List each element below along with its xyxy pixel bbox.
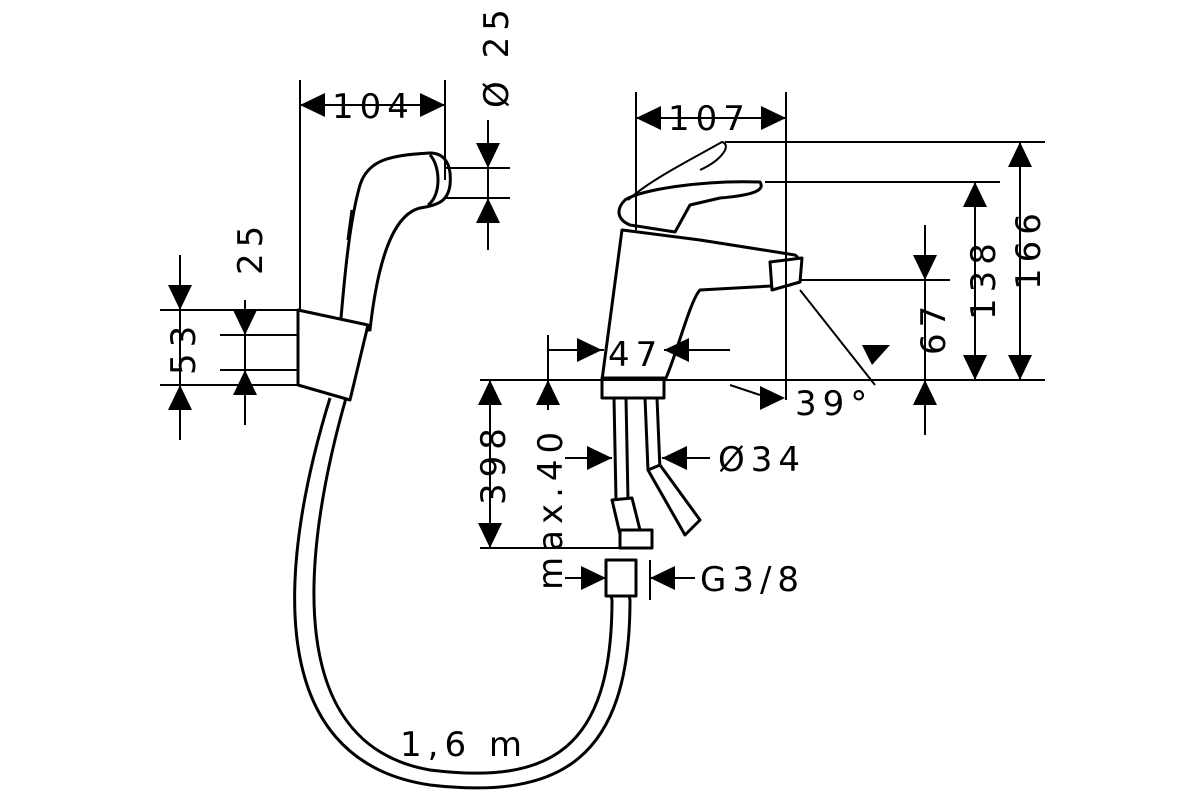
coupling-nut	[618, 528, 654, 550]
label-138: 138	[964, 237, 1004, 320]
dim-line-166	[725, 141, 1045, 380]
arrow-25-bottom	[233, 370, 257, 395]
arrow-40-top	[536, 380, 560, 405]
arrow-dia25-bottom	[476, 198, 500, 223]
label-dia34: Ø34	[718, 440, 806, 480]
dim-line-138	[765, 181, 1000, 380]
label-47: 47	[608, 335, 663, 375]
arrow-dia34-left	[587, 446, 612, 470]
arrow-67-bottom	[913, 380, 937, 405]
connection-hose-right	[646, 463, 702, 537]
arrow-angle-right	[862, 345, 890, 365]
arrow-107-right	[761, 106, 786, 130]
arrow-angle-left	[760, 386, 785, 410]
arrow-138-bottom	[963, 355, 987, 380]
arrow-398-bottom	[478, 523, 502, 548]
dim-line-angle	[729, 289, 876, 396]
label-398: 398	[474, 422, 514, 505]
arrow-dia25-top	[476, 143, 500, 168]
arrow-53-bottom	[168, 385, 192, 410]
label-hose-length: 1,6 m	[400, 725, 528, 765]
mixer-body	[600, 228, 802, 382]
hose-inner	[312, 397, 614, 775]
hand-shower-button	[346, 209, 354, 241]
arrow-166-top	[1008, 142, 1032, 167]
g38-connector	[604, 558, 638, 598]
label-104: 104	[332, 87, 415, 127]
wall-holder	[296, 308, 370, 402]
label-25: 25	[231, 220, 271, 275]
hose	[293, 397, 632, 790]
label-53: 53	[164, 320, 204, 375]
label-67: 67	[914, 300, 954, 355]
arrow-g38-left	[581, 566, 606, 590]
arrow-104-left	[300, 93, 325, 117]
label-166: 166	[1009, 207, 1049, 290]
arrow-138-top	[963, 182, 987, 207]
arrow-47-left	[577, 338, 602, 362]
arrow-166-bottom	[1008, 355, 1032, 380]
arrow-47-right	[664, 338, 689, 362]
arrow-dia34-right	[662, 446, 687, 470]
arrow-107-left	[636, 106, 661, 130]
label-107: 107	[668, 99, 751, 139]
label-g38: G3/8	[700, 560, 805, 600]
label-39: 39°	[795, 384, 873, 424]
shank-left	[612, 397, 630, 501]
mixer-lever	[617, 180, 763, 234]
dim-line-dia25	[445, 120, 510, 250]
hand-shower	[338, 151, 452, 332]
label-dia25: Ø 25	[477, 3, 517, 108]
arrow-g38-right	[650, 566, 675, 590]
dim-line-53	[160, 255, 298, 440]
arrow-398-top	[478, 380, 502, 405]
arrow-67-top	[913, 255, 937, 280]
mixer-lever-raised	[627, 140, 727, 201]
shank-right	[643, 397, 662, 471]
label-max40: max.40	[531, 426, 571, 590]
arrow-104-right	[420, 93, 445, 117]
mixer-base	[600, 376, 666, 400]
hand-shower-nozzle	[426, 153, 440, 207]
arrow-53-top	[168, 285, 192, 310]
arrow-25-top	[233, 310, 257, 335]
